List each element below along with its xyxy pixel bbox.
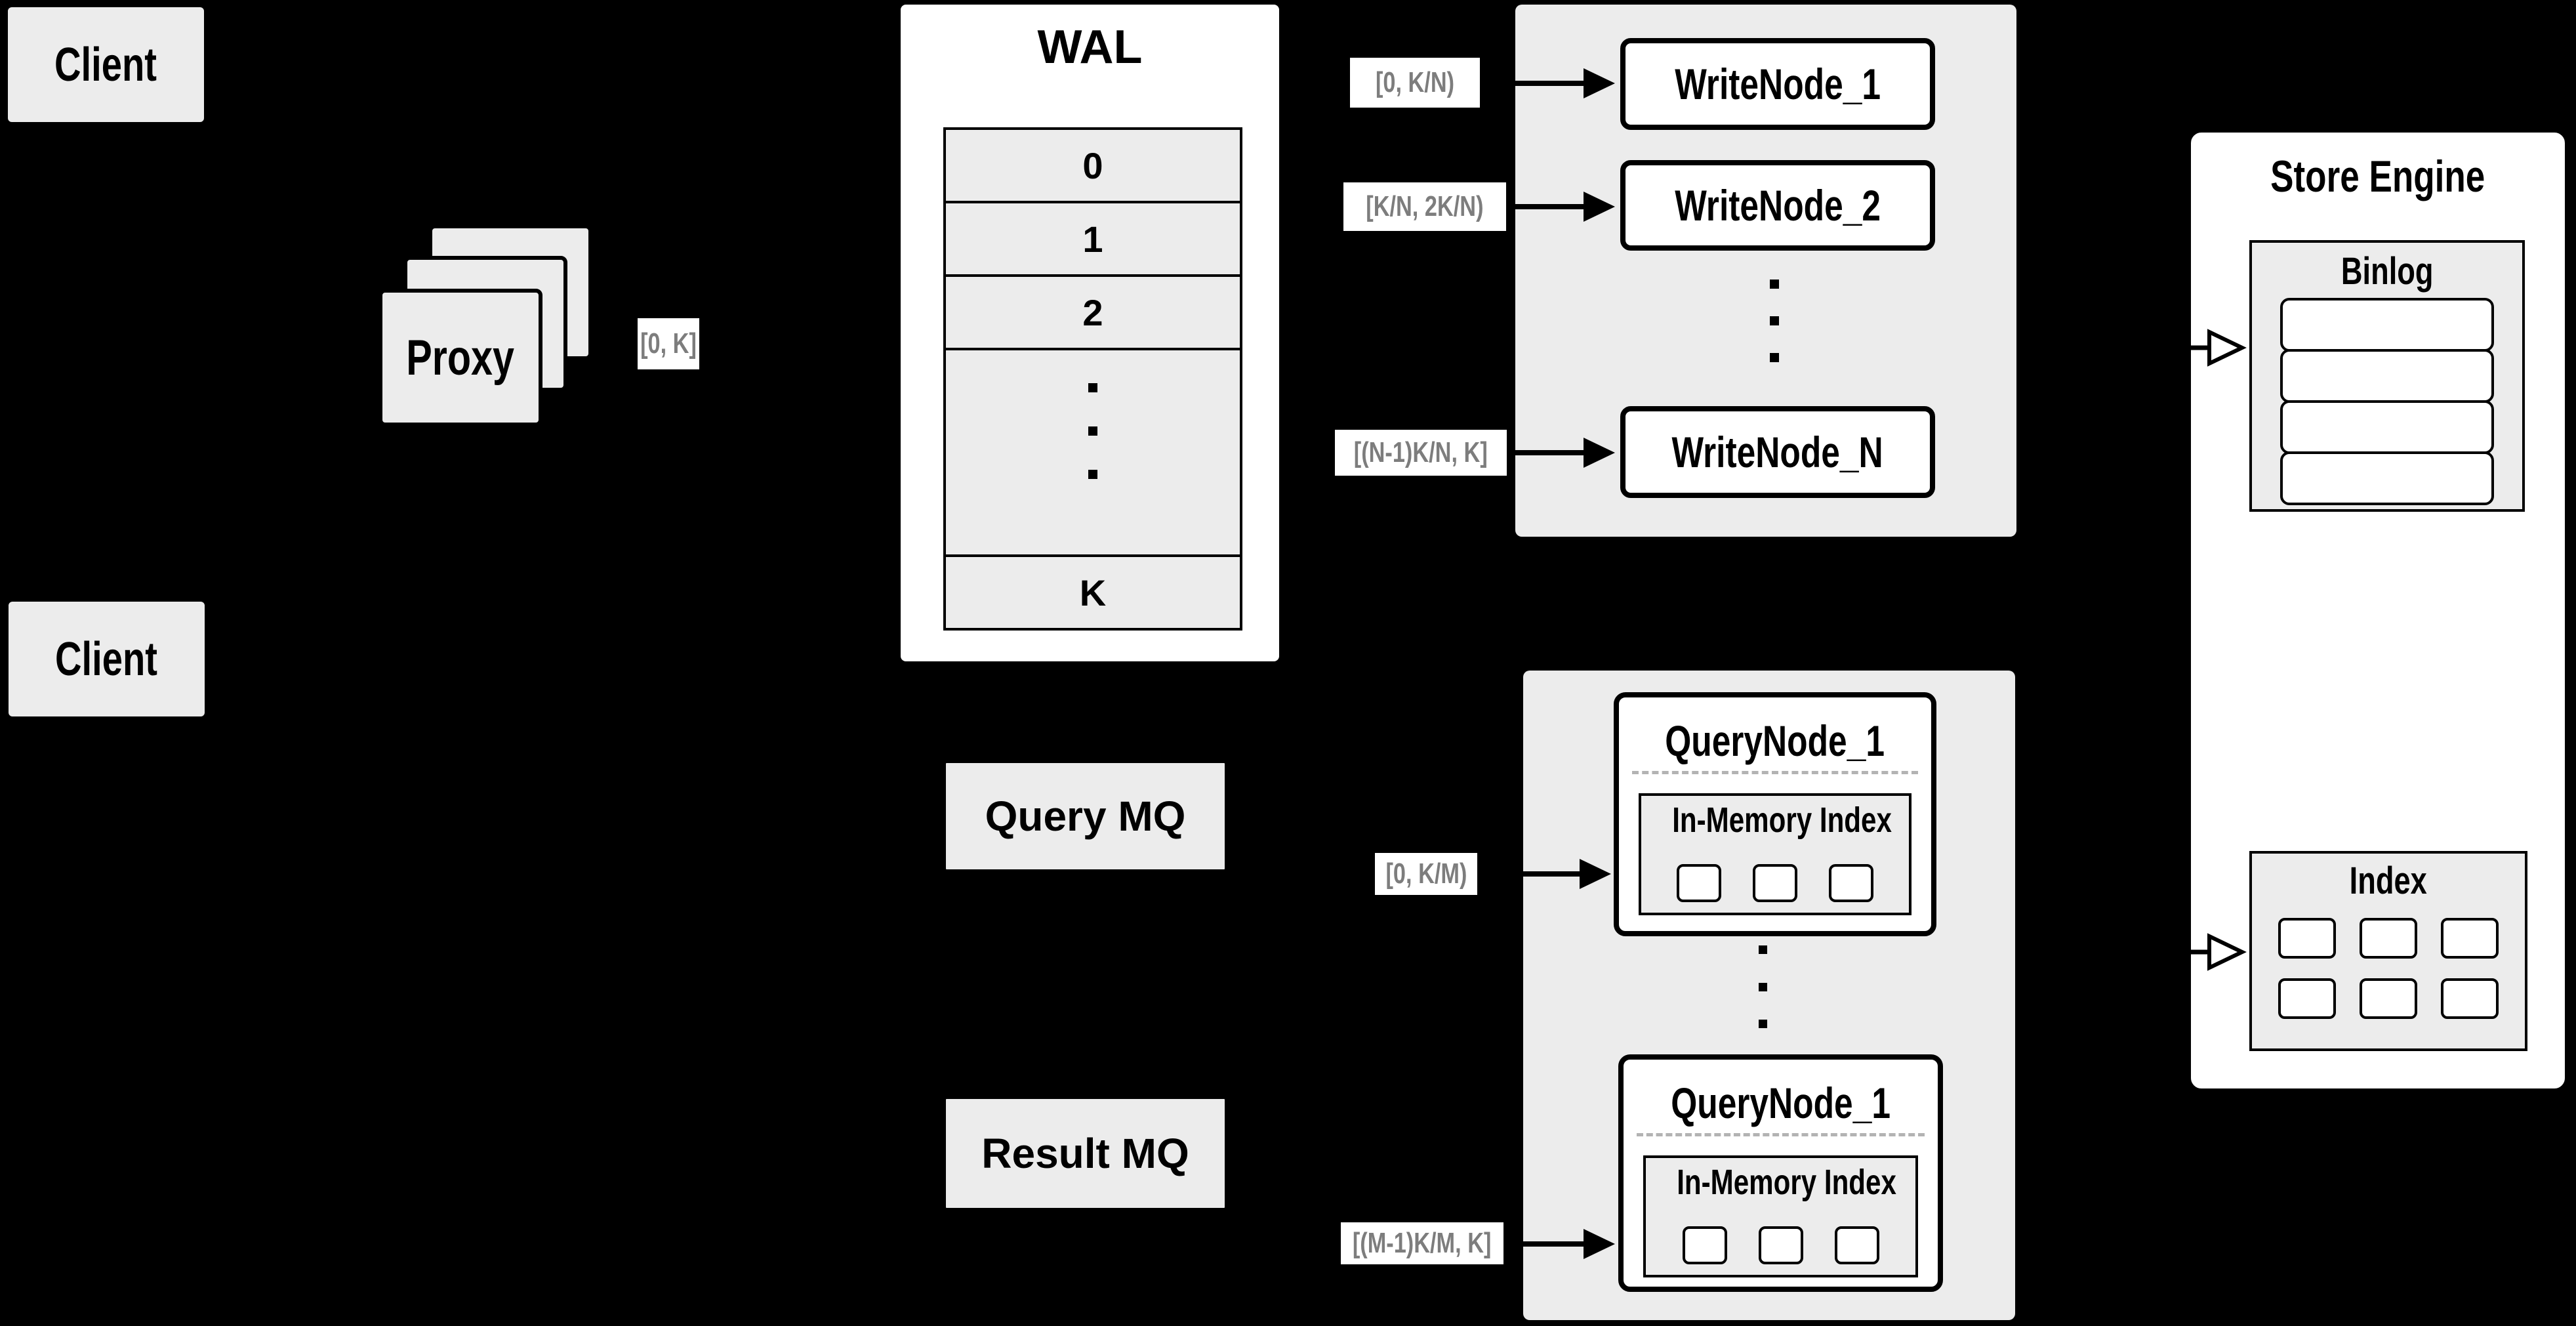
index-segment-squares bbox=[1646, 1226, 1915, 1264]
query-mq-label: Query MQ bbox=[985, 793, 1186, 840]
wal-row-0: 0 bbox=[943, 127, 1242, 203]
store-engine-title: Store Engine bbox=[2191, 151, 2565, 202]
query-node-top-box: QueryNode_1 In-Memory Index bbox=[1614, 692, 1936, 936]
binlog-panel: Binlog bbox=[2249, 240, 2525, 512]
ellipsis-dot bbox=[1770, 353, 1779, 362]
write-node-2-box: WriteNode_2 bbox=[1620, 160, 1935, 251]
ellipsis-dot bbox=[1770, 316, 1779, 325]
wal-row-0-label: 0 bbox=[1082, 144, 1103, 186]
dashed-separator bbox=[1637, 1133, 1925, 1136]
result-mq-box: Result MQ bbox=[944, 1097, 1227, 1210]
index-file bbox=[2278, 918, 2336, 959]
index-grid bbox=[2252, 918, 2525, 1019]
wal-row-2-label: 2 bbox=[1082, 291, 1103, 333]
wal-row-2: 2 bbox=[943, 274, 1242, 350]
wal-row-1: 1 bbox=[943, 201, 1242, 277]
write-node-1-box: WriteNode_1 bbox=[1620, 38, 1935, 130]
index-segment bbox=[1834, 1226, 1879, 1264]
result-mq-label: Result MQ bbox=[981, 1130, 1189, 1177]
ellipsis-dot bbox=[1088, 470, 1097, 479]
range-label-proxy-wal-text: [0, K] bbox=[640, 327, 697, 360]
range-label-query-1-text: [0, K/M) bbox=[1385, 858, 1467, 890]
binlog-title-text: Binlog bbox=[2341, 250, 2434, 293]
wal-row-k: K bbox=[943, 554, 1242, 631]
write-node-1-label: WriteNode_1 bbox=[1675, 60, 1881, 108]
proxy-card-front: Proxy bbox=[378, 289, 542, 426]
in-memory-index-title-bottom: In-Memory Index bbox=[1646, 1162, 1915, 1203]
write-node-n-label: WriteNode_N bbox=[1671, 428, 1884, 476]
range-label-query-1: [0, K/M) bbox=[1375, 853, 1477, 895]
wal-row-ellipsis bbox=[943, 348, 1242, 557]
range-label-proxy-wal: [0, K] bbox=[638, 318, 699, 369]
ellipsis-dot bbox=[1759, 1020, 1767, 1028]
wal-segment-table: 0 1 2 K bbox=[943, 127, 1242, 631]
query-mq-box: Query MQ bbox=[944, 761, 1227, 871]
range-label-write-1: [0, K/N) bbox=[1350, 58, 1480, 108]
index-segment bbox=[1682, 1226, 1727, 1264]
in-memory-index-title-top-text: In-Memory Index bbox=[1672, 800, 1892, 840]
binlog-row bbox=[2280, 400, 2494, 454]
client-box-top: Client bbox=[5, 5, 207, 125]
proxy-label: Proxy bbox=[406, 329, 515, 386]
index-segment bbox=[1758, 1226, 1803, 1264]
wal-row-1-label: 1 bbox=[1082, 218, 1103, 260]
index-segment-squares bbox=[1641, 864, 1909, 902]
binlog-rows bbox=[2280, 298, 2494, 505]
binlog-row bbox=[2280, 349, 2494, 403]
ellipsis-dot bbox=[1088, 383, 1097, 392]
in-memory-index-panel-bottom: In-Memory Index bbox=[1643, 1155, 1918, 1277]
binlog-row bbox=[2280, 298, 2494, 352]
query-node-top-title-text: QueryNode_1 bbox=[1665, 716, 1885, 765]
dashed-separator bbox=[1632, 771, 1918, 774]
index-grid-row bbox=[2278, 918, 2499, 959]
ellipsis-dot bbox=[1759, 983, 1767, 991]
wal-box: WAL 0 1 2 K bbox=[898, 2, 1282, 664]
client-bottom-label: Client bbox=[55, 632, 158, 686]
wal-row-k-label: K bbox=[1079, 571, 1107, 613]
client-box-bottom: Client bbox=[6, 599, 207, 719]
index-grid-row bbox=[2278, 978, 2499, 1019]
index-title-text: Index bbox=[2349, 860, 2428, 902]
index-file bbox=[2441, 918, 2499, 959]
range-label-write-2-text: [K/N, 2K/N) bbox=[1366, 190, 1484, 222]
store-engine-title-text: Store Engine bbox=[2270, 152, 2485, 201]
write-node-2-label: WriteNode_2 bbox=[1675, 181, 1881, 230]
range-label-query-m-text: [(M-1)K/M, K] bbox=[1353, 1227, 1492, 1259]
index-file bbox=[2360, 918, 2417, 959]
query-node-top-title: QueryNode_1 bbox=[1619, 716, 1931, 766]
range-label-write-n: [(N-1)K/N, K] bbox=[1335, 430, 1507, 476]
range-label-write-n-text: [(N-1)K/N, K] bbox=[1354, 436, 1488, 468]
index-file bbox=[2360, 978, 2417, 1019]
query-node-bottom-box: QueryNode_1 In-Memory Index bbox=[1618, 1054, 1943, 1292]
query-node-bottom-title-text: QueryNode_1 bbox=[1671, 1079, 1891, 1127]
index-panel: Index bbox=[2249, 851, 2527, 1051]
binlog-row bbox=[2280, 451, 2494, 505]
index-title: Index bbox=[2252, 859, 2525, 903]
index-segment bbox=[1677, 864, 1721, 902]
client-top-label: Client bbox=[54, 38, 157, 91]
ellipsis-dot bbox=[1088, 426, 1097, 436]
index-segment bbox=[1753, 864, 1797, 902]
in-memory-index-panel-top: In-Memory Index bbox=[1639, 793, 1912, 915]
wal-title: WAL bbox=[901, 20, 1279, 74]
range-label-query-m: [(M-1)K/M, K] bbox=[1341, 1222, 1503, 1264]
in-memory-index-title-top: In-Memory Index bbox=[1641, 800, 1909, 840]
index-file bbox=[2441, 978, 2499, 1019]
index-segment bbox=[1829, 864, 1873, 902]
ellipsis-dot bbox=[1759, 945, 1767, 954]
wal-title-text: WAL bbox=[1037, 21, 1143, 73]
binlog-title: Binlog bbox=[2252, 249, 2522, 293]
index-file bbox=[2278, 978, 2336, 1019]
ellipsis-dot bbox=[1770, 280, 1779, 289]
in-memory-index-title-bottom-text: In-Memory Index bbox=[1677, 1163, 1896, 1202]
range-label-write-1-text: [0, K/N) bbox=[1375, 66, 1455, 98]
write-node-n-box: WriteNode_N bbox=[1620, 406, 1935, 498]
range-label-write-2: [K/N, 2K/N) bbox=[1343, 182, 1506, 231]
query-node-bottom-title: QueryNode_1 bbox=[1624, 1078, 1938, 1128]
